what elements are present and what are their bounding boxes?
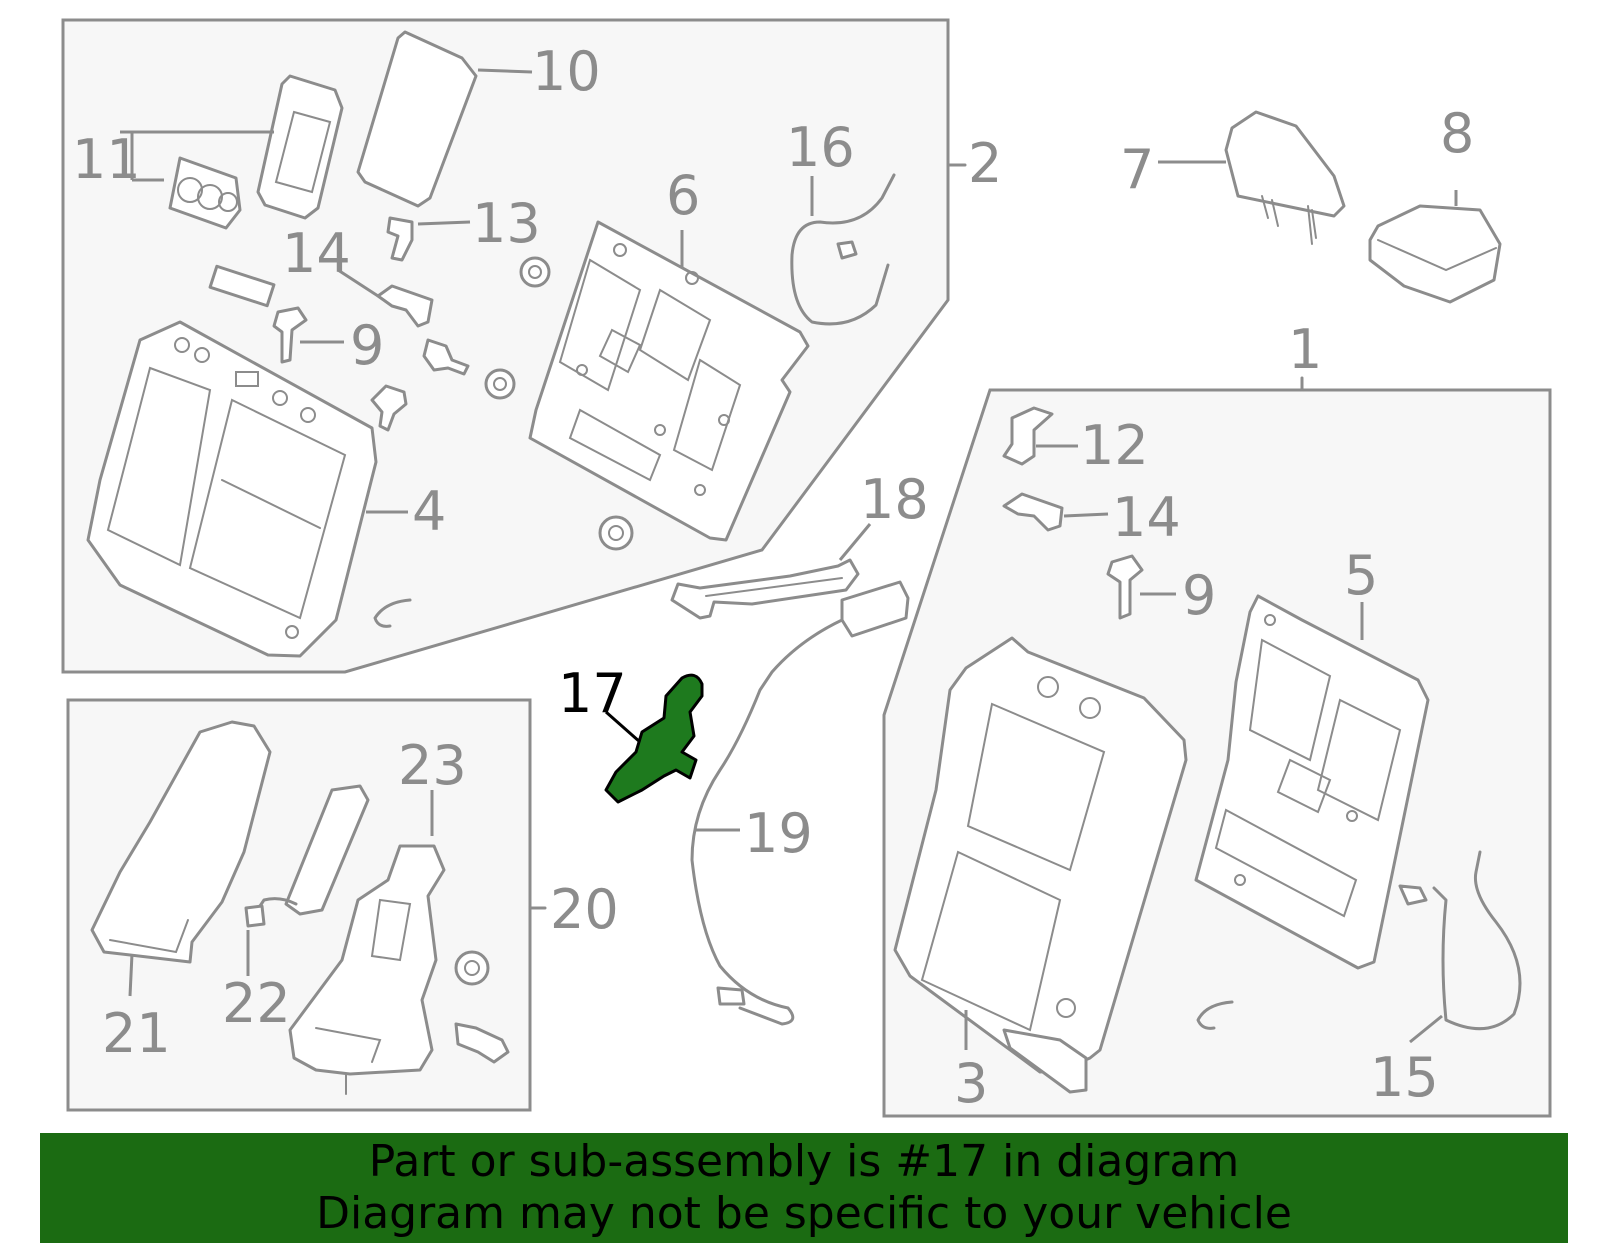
part-7-headrest	[1224, 110, 1346, 245]
part-4-seatback-cushion	[86, 320, 378, 658]
callout-6: 6	[666, 164, 700, 227]
callout-21: 21	[102, 1002, 171, 1065]
part-15-release-cable-right	[1398, 850, 1522, 1031]
part-16-release-cable	[790, 173, 896, 326]
part-5-seatback-frame-right	[1194, 594, 1430, 970]
callout-7: 7	[1120, 138, 1154, 201]
part-9-clip-right	[1106, 554, 1144, 620]
part-21-armrest	[90, 720, 272, 964]
leader-arrows	[120, 68, 1458, 1050]
callout-22: 22	[222, 972, 291, 1035]
part-11-cupholder	[168, 74, 344, 230]
callout-9-left: 9	[350, 314, 384, 377]
part-8-headrest-cushion	[1368, 204, 1502, 304]
part-23-armrest-bracket	[288, 844, 510, 1095]
part-18-bracket	[670, 558, 860, 620]
callout-13: 13	[472, 192, 541, 255]
part-21-edge	[109, 919, 189, 954]
callout-17[interactable]: 17	[558, 662, 627, 725]
callout-11: 11	[72, 128, 141, 191]
part-clip-right	[1196, 1000, 1234, 1030]
part-17-highlighted[interactable]	[604, 673, 704, 804]
callout-5: 5	[1344, 544, 1378, 607]
callout-8: 8	[1440, 102, 1474, 165]
callout-9-right: 9	[1182, 564, 1216, 627]
part-6-seatback-frame	[528, 220, 810, 542]
banner-part-note: Part or sub-assembly is #17 in diagram	[368, 1136, 1240, 1187]
callout-14-left: 14	[282, 222, 351, 285]
fasteners-left	[370, 256, 634, 628]
part-10-armrest-cover	[356, 30, 478, 208]
callout-1: 1	[1288, 318, 1322, 381]
callout-4: 4	[412, 480, 446, 543]
part-trim-plate	[208, 264, 276, 308]
part-22-cupholder-lamp	[244, 784, 370, 928]
part-3-seatback-cushion-right	[893, 636, 1188, 1094]
banner-disclaimer: Diagram may not be specific to your vehi…	[316, 1188, 1292, 1239]
part-19-cable	[690, 580, 910, 1026]
leader-arrow-17	[605, 710, 641, 744]
callout-15: 15	[1370, 1046, 1439, 1109]
callout-19: 19	[744, 802, 813, 865]
callout-3: 3	[954, 1052, 988, 1115]
callout-20: 20	[550, 878, 619, 941]
part-12-bracket-right	[1002, 406, 1054, 466]
callout-12: 12	[1080, 414, 1149, 477]
part-14-bracket-right	[1002, 492, 1064, 532]
part-13-bracket	[386, 216, 414, 262]
callout-16: 16	[786, 116, 855, 179]
callout-2: 2	[968, 132, 1002, 195]
part-9-clip-left	[272, 306, 308, 364]
callout-23: 23	[398, 734, 467, 797]
info-banner: Part or sub-assembly is #17 in diagram D…	[40, 1133, 1568, 1243]
part-14-bracket-left	[376, 284, 434, 328]
callout-10: 10	[532, 40, 601, 103]
callout-14-right: 14	[1112, 486, 1181, 549]
callout-18: 18	[860, 468, 929, 531]
